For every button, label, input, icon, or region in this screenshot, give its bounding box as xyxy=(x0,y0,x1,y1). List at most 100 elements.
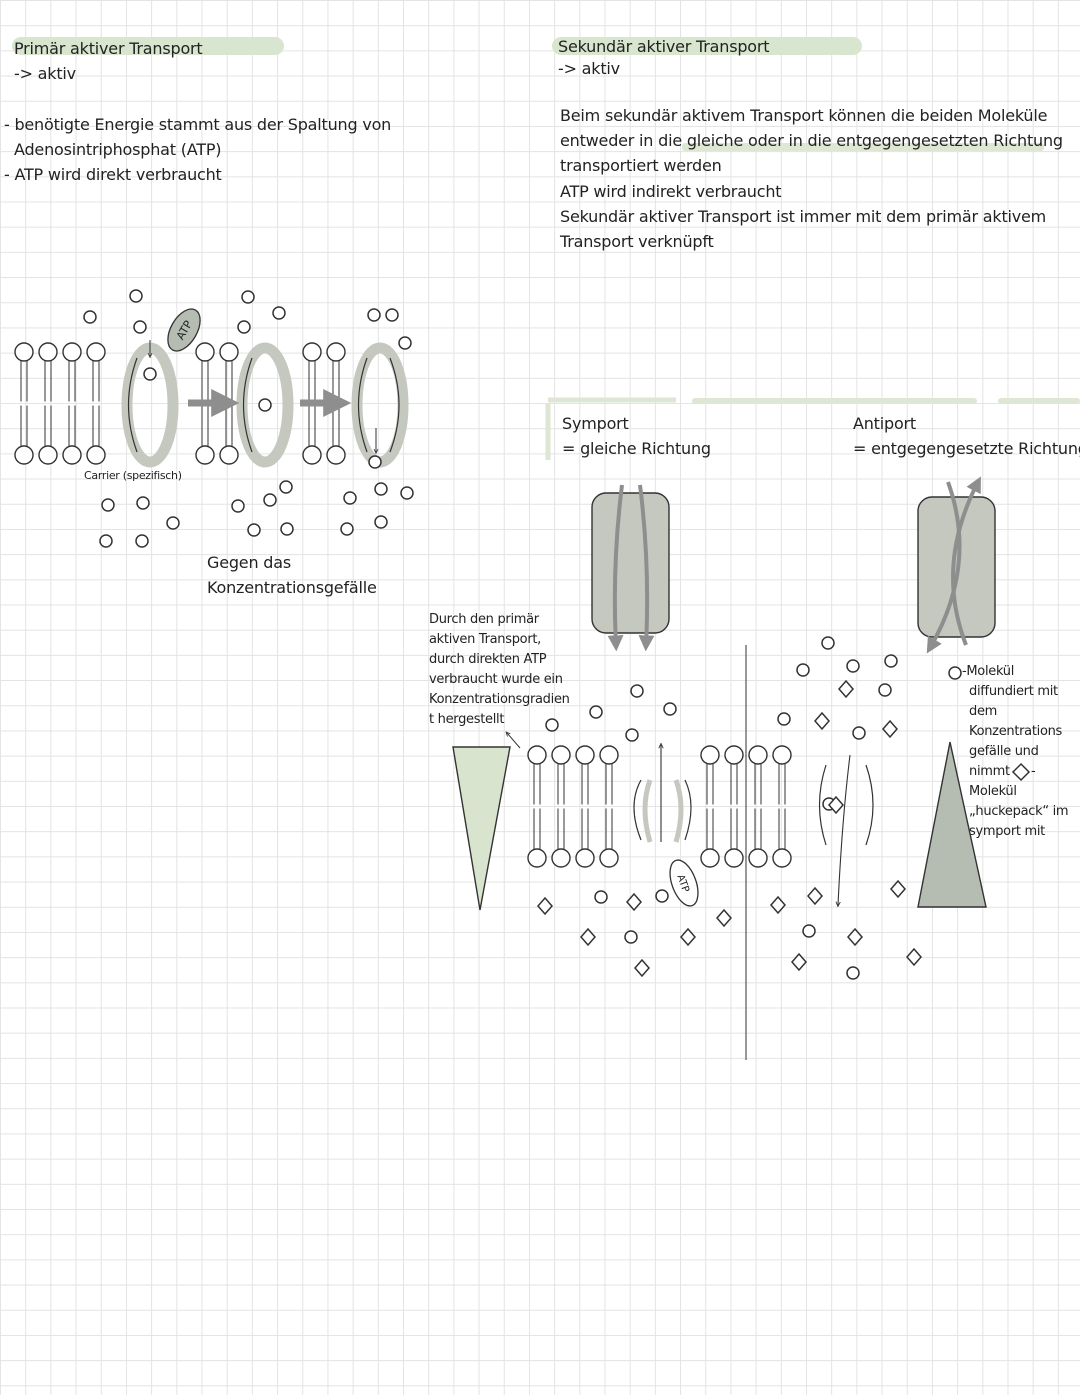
left-bullet-2: Adenosintriphosphat (ATP) xyxy=(14,140,222,159)
lipid-head xyxy=(575,848,595,868)
molecule-circle xyxy=(340,522,354,536)
left-bullet-3: - ATP wird direkt verbraucht xyxy=(4,165,222,184)
note-left-6: t hergestellt xyxy=(429,712,505,727)
molecule-circle xyxy=(263,493,277,507)
note-left-1: Durch den primär xyxy=(429,612,539,627)
molecule-circle xyxy=(231,499,245,513)
lipid-head xyxy=(62,342,82,362)
note-left-4: verbraucht wurde ein xyxy=(429,672,563,687)
left-subtitle: -> aktiv xyxy=(14,64,76,83)
molecule-circle xyxy=(258,398,272,412)
lipid-head xyxy=(62,445,82,465)
note-right-8: Molekül xyxy=(969,784,1017,799)
molecule-diamond xyxy=(807,886,823,906)
lipid-head xyxy=(772,745,792,765)
molecule-circle xyxy=(101,498,115,512)
molecule-diamond xyxy=(770,895,786,915)
left-title-highlight xyxy=(12,37,284,55)
note-right-6: nimmt xyxy=(969,764,1010,779)
molecule-circle xyxy=(545,718,559,732)
gradient-label-line1: Gegen das xyxy=(207,553,291,572)
molecule-circle xyxy=(846,966,860,980)
symport-desc: = gleiche Richtung xyxy=(562,439,711,458)
lipid-head xyxy=(195,342,215,362)
note-right-5: gefälle und xyxy=(969,744,1039,759)
lipid-head xyxy=(551,848,571,868)
molecule-circle xyxy=(655,889,669,903)
lipid-head xyxy=(219,342,239,362)
molecule-circle xyxy=(796,663,810,677)
atp-badge-left: ATP xyxy=(167,308,201,352)
lipid-head xyxy=(302,445,322,465)
right-paragraph-1: Beim sekundär aktivem Transport können d… xyxy=(560,106,1048,125)
left-bullet-1: - benötigte Energie stammt aus der Spalt… xyxy=(4,115,392,134)
molecule-circle xyxy=(777,712,791,726)
atp-badge-right: ATP xyxy=(669,859,699,907)
symport-icon xyxy=(591,484,670,652)
lipid-head xyxy=(599,745,619,765)
molecule-circle xyxy=(374,482,388,496)
molecule-diamond xyxy=(838,679,854,699)
note-left-5: Konzentrationsgradien xyxy=(429,692,570,707)
note-right-9: „huckepack“ im xyxy=(969,804,1069,819)
section-divider-highlight xyxy=(692,398,977,404)
molecule-circle xyxy=(846,659,860,673)
lipid-head xyxy=(195,445,215,465)
molecule-circle xyxy=(398,336,412,350)
molecule-circle xyxy=(237,320,251,334)
left-lipid-bilayer xyxy=(14,342,346,465)
molecule-circle xyxy=(129,289,143,303)
lipid-head xyxy=(700,745,720,765)
lipid-head xyxy=(599,848,619,868)
molecule-circle xyxy=(822,797,836,811)
molecule-diamond xyxy=(890,879,906,899)
gradient-triangle-left xyxy=(452,733,521,911)
lipid-head xyxy=(551,745,571,765)
note-right-7: - xyxy=(1031,764,1036,779)
molecule-circle xyxy=(368,455,382,469)
molecule-diamond xyxy=(580,927,596,947)
molecule-diamond xyxy=(537,896,553,916)
lipid-head xyxy=(38,342,58,362)
molecule-circle xyxy=(400,486,414,500)
molecule-circle xyxy=(279,480,293,494)
lipid-head xyxy=(748,745,768,765)
gradient-label-line2: Konzentrationsgefälle xyxy=(207,578,377,597)
right-title-highlight xyxy=(552,37,862,55)
molecule-circle xyxy=(367,308,381,322)
note-right-2: diffundiert mit xyxy=(969,684,1058,699)
left-carrier-arrows xyxy=(150,340,376,452)
molecule-circle xyxy=(802,924,816,938)
molecule-diamond xyxy=(847,927,863,947)
molecule-diamond xyxy=(626,892,642,912)
left-title: Primär aktiver Transport xyxy=(14,39,203,58)
antiport-desc: = entgegengesetzte Richtung xyxy=(853,439,1080,458)
molecule-circle xyxy=(663,702,677,716)
molecule-circle xyxy=(625,728,639,742)
molecule-diamond xyxy=(791,952,807,972)
lipid-head xyxy=(326,445,346,465)
lipid-head xyxy=(527,745,547,765)
molecule-diamond xyxy=(680,927,696,947)
lipid-head xyxy=(14,445,34,465)
molecule-circle xyxy=(133,320,147,334)
lipid-head xyxy=(700,848,720,868)
antiport-icon xyxy=(917,476,996,654)
molecule-circle xyxy=(878,683,892,697)
molecule-diamond xyxy=(814,711,830,731)
lipid-head xyxy=(748,848,768,868)
section-dividers xyxy=(545,397,747,1060)
note-right-3: dem xyxy=(969,704,998,719)
molecule-circle xyxy=(594,890,608,904)
note-right-4: Konzentrations xyxy=(969,724,1063,739)
section-divider-highlight-right xyxy=(998,398,1080,404)
right-paragraph-4: ATP wird indirekt verbraucht xyxy=(560,182,782,201)
note-right-10: symport mit xyxy=(969,824,1045,839)
molecule-diamond xyxy=(828,795,844,815)
molecule-circle xyxy=(136,496,150,510)
right-lipid-bilayer xyxy=(527,745,792,868)
note-right-1: -Molekül xyxy=(962,664,1015,679)
right-paragraph-5: Sekundär aktiver Transport ist immer mit… xyxy=(560,207,1047,226)
right-title: Sekundär aktiver Transport xyxy=(558,37,770,56)
molecule-circle xyxy=(280,522,294,536)
